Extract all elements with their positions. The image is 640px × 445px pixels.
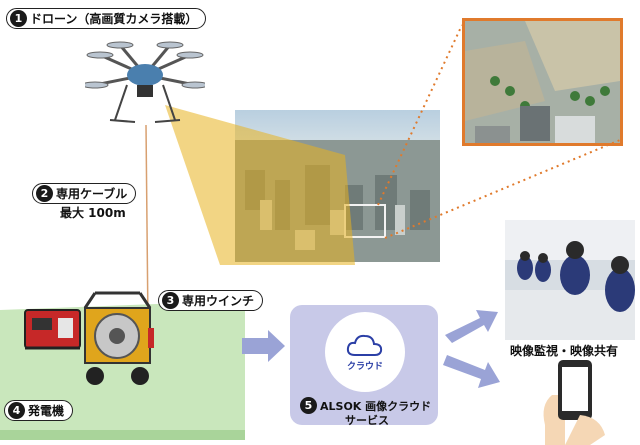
generator-icon (24, 309, 81, 350)
cable-label: 2 専用ケーブル (32, 183, 137, 204)
cloud-service-label-text: ALSOK 画像クラウド (320, 399, 432, 413)
drone-label-text: ドローン（高画質カメラ搭載） (30, 12, 198, 26)
camera-view-cone (165, 105, 355, 265)
generator-label: 4 発電機 (4, 400, 74, 421)
winch-number: 3 (162, 292, 179, 309)
cloud-service-label-2: サービス (345, 414, 389, 427)
cloud-icon (346, 334, 383, 356)
drone-label: 1 ドローン（高画質カメラ搭載） (6, 8, 207, 29)
cable-label-text: 専用ケーブル (56, 187, 128, 201)
drone-number: 1 (10, 10, 27, 27)
zoom-inset-photo (462, 18, 623, 146)
monitoring-label: 映像監視・映像共有 (510, 344, 619, 358)
cloud-caption: クラウド (346, 361, 383, 372)
generator-number: 4 (8, 402, 25, 419)
winch-label: 3 専用ウインチ (158, 290, 264, 311)
arrow-to-cloud (242, 330, 285, 362)
cloud-service-number: 5 (300, 397, 317, 414)
cloud-circle: クラウド (325, 312, 405, 392)
smartphone-icon (543, 360, 605, 445)
winch-label-text: 専用ウインチ (182, 294, 255, 308)
cloud-service-label: 5 ALSOK 画像クラウド (300, 397, 431, 414)
arrow-to-monitor (445, 310, 498, 343)
cable-length: 最大 100m (60, 206, 126, 220)
drone-icon (85, 41, 205, 123)
arrow-to-phone (443, 355, 500, 388)
winch-icon (83, 291, 154, 385)
generator-label-text: 発電機 (28, 404, 65, 418)
cable-number: 2 (36, 185, 53, 202)
monitoring-room-photo (505, 220, 635, 340)
